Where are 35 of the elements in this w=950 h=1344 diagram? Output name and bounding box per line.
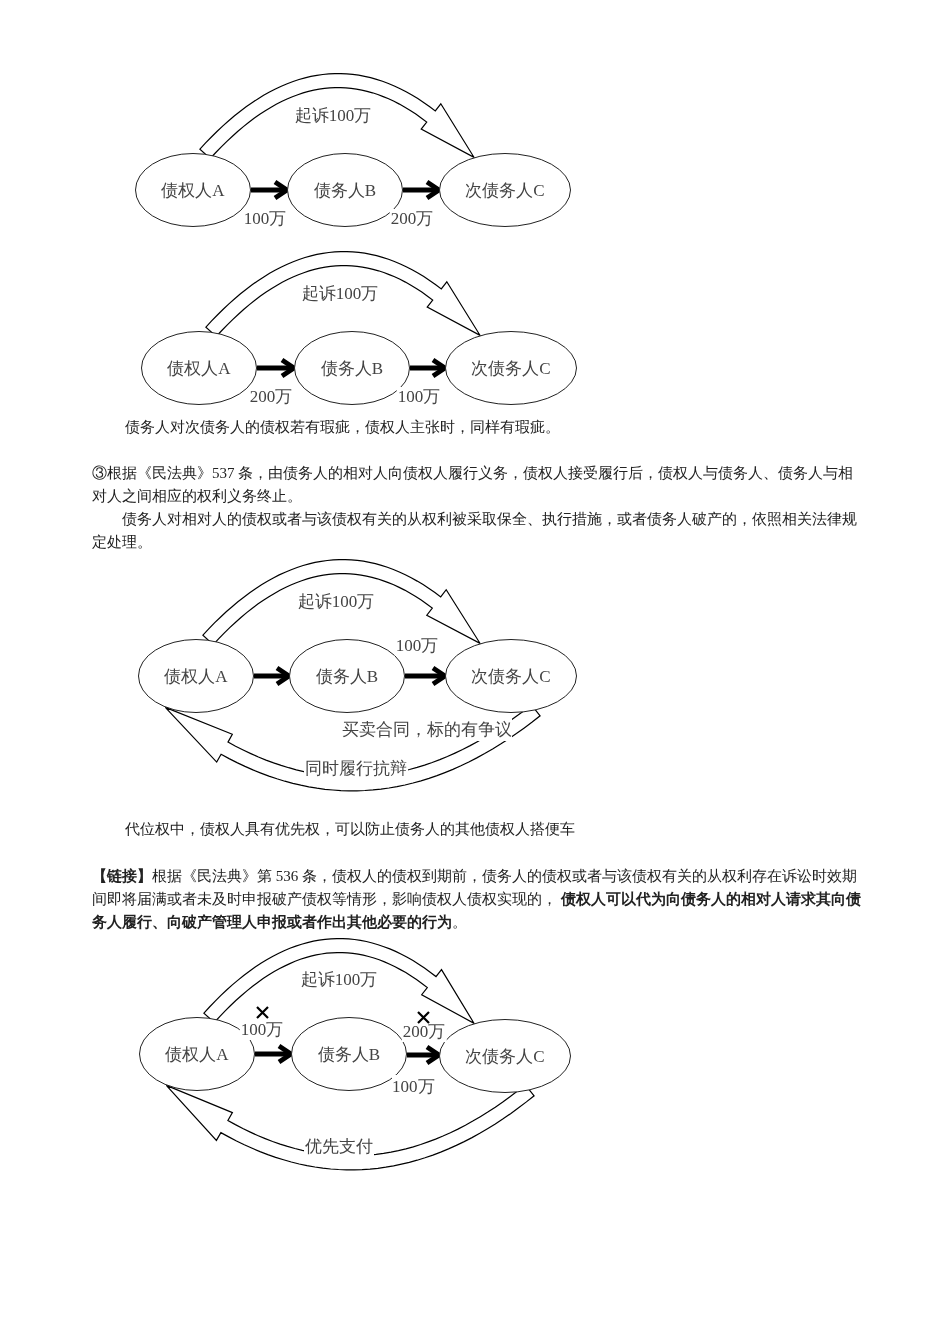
node-label: 债权人A (166, 357, 232, 380)
edge-label: 起诉100万 (299, 970, 379, 990)
node-label: 债权人A (163, 665, 229, 688)
node-label: 次债务人C (464, 179, 546, 202)
edge-label: 优先支付 (304, 1137, 374, 1157)
node-label: 债务人B (314, 665, 380, 688)
node-label: 次债务人C (464, 1045, 546, 1068)
edge-label: 100万 (396, 387, 442, 407)
ellipse-node (439, 153, 571, 227)
arrow (403, 179, 442, 201)
edge-label: 200万 (401, 1022, 447, 1042)
edge-label: 起诉100万 (300, 284, 380, 304)
node-label: 债务人B (319, 357, 385, 380)
edge-label: 100万 (242, 209, 288, 229)
note-text: 买卖合同，标的有争议 (342, 718, 512, 741)
node-label: 债务人B (316, 1043, 382, 1066)
node-label: 次债务人C (470, 357, 552, 380)
edge-label: 100万 (239, 1020, 285, 1040)
node-label: 债权人A (160, 179, 226, 202)
arrow (410, 357, 448, 379)
ellipse-node (138, 639, 254, 713)
edge-label: 同时履行抗辩 (304, 759, 408, 779)
node-label: 债权人A (164, 1043, 230, 1066)
ellipse-node (445, 331, 577, 405)
arrow (407, 1044, 442, 1066)
node-label: 债务人B (312, 179, 378, 202)
edge-label: 200万 (389, 209, 435, 229)
ellipse-node (445, 639, 577, 713)
note-text: 100万 (392, 1075, 435, 1098)
arrow (405, 665, 448, 687)
edge-label: 起诉100万 (293, 106, 373, 126)
edge-label: 100万 (394, 636, 440, 656)
edge-label: 200万 (248, 387, 294, 407)
node-label: 次债务人C (470, 665, 552, 688)
edge-label: 起诉100万 (296, 592, 376, 612)
